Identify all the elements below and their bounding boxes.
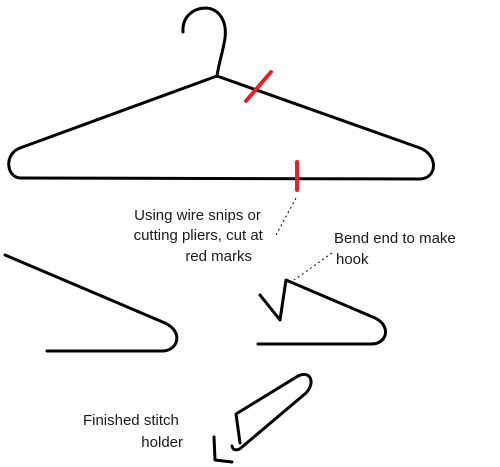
cut-piece-left xyxy=(3,253,179,353)
finished-holder-label: Finished stitch holder xyxy=(83,412,183,451)
bend-instruction-line-1: Bend end to make xyxy=(334,230,456,247)
hanger-bottom-bar xyxy=(18,176,422,181)
hanger-hook xyxy=(181,6,227,78)
holder-rod xyxy=(230,373,313,452)
hanger-left-shoulder xyxy=(7,74,219,180)
cut-instruction-label: Using wire snips or cutting pliers, cut … xyxy=(134,207,267,265)
cut-instruction-line-3: red marks xyxy=(185,248,252,265)
whole-hanger xyxy=(7,6,435,192)
holder-hook xyxy=(212,435,234,464)
cut-mark-shoulder xyxy=(244,70,273,103)
cut-instruction-line-1: Using wire snips or xyxy=(134,207,261,224)
hanger-right-shoulder xyxy=(215,74,435,181)
bent-piece-with-hook xyxy=(256,278,387,346)
cut-leader-line xyxy=(275,197,297,236)
bend-instruction-line-2: hook xyxy=(336,251,369,268)
bend-leader-line xyxy=(293,252,333,281)
finished-stitch-holder xyxy=(212,373,313,464)
cut-instruction-line-2: cutting pliers, cut at xyxy=(134,227,264,244)
finished-holder-line-1: Finished stitch xyxy=(83,412,179,429)
finished-holder-line-2: holder xyxy=(141,434,183,451)
bend-instruction-label: Bend end to make hook xyxy=(334,230,460,268)
